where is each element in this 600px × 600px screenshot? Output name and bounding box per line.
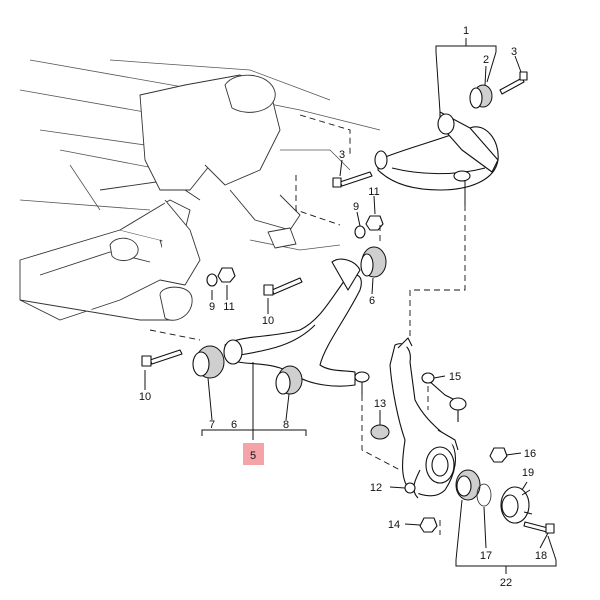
callout-9-right[interactable]: 9 <box>353 201 359 213</box>
nut-right[interactable] <box>365 215 384 231</box>
callout-19[interactable]: 19 <box>522 467 534 479</box>
callout-3-top[interactable]: 3 <box>511 46 517 58</box>
knuckle-bottom-nut[interactable] <box>419 517 438 533</box>
leader-lines <box>144 38 557 574</box>
nut-left[interactable] <box>217 267 236 283</box>
callout-22[interactable]: 22 <box>500 577 512 589</box>
lower-arm-front-bushing[interactable] <box>192 345 225 379</box>
callout-2[interactable]: 2 <box>483 54 489 66</box>
wheel-bearing[interactable] <box>455 469 481 501</box>
callout-13[interactable]: 13 <box>374 398 386 410</box>
callout-5-highlight <box>243 443 264 465</box>
lower-control-arm[interactable] <box>223 258 370 395</box>
tie-rod-end[interactable] <box>421 372 467 422</box>
callout-7[interactable]: 7 <box>209 419 215 431</box>
upper-arm-bushing[interactable] <box>469 84 493 109</box>
wheel-hub[interactable] <box>500 486 533 524</box>
callout-18[interactable]: 18 <box>535 550 547 562</box>
callout-12[interactable]: 12 <box>370 482 382 494</box>
lower-arm-front-bolt[interactable] <box>141 349 183 367</box>
callout-6-right[interactable]: 6 <box>369 295 375 307</box>
callout-1[interactable]: 1 <box>463 25 469 37</box>
steering-knuckle[interactable] <box>389 337 459 499</box>
hub-bolt[interactable] <box>523 521 555 534</box>
callout-17[interactable]: 17 <box>480 550 492 562</box>
washer-left[interactable] <box>206 273 218 287</box>
lower-arm-rear-bushing[interactable] <box>275 365 303 395</box>
upper-arm-rear-bolt[interactable] <box>332 171 373 188</box>
callout-15[interactable]: 15 <box>449 371 461 383</box>
callout-9-left[interactable]: 9 <box>209 301 215 313</box>
callout-11-right[interactable]: 11 <box>368 186 379 198</box>
circlip[interactable] <box>476 483 492 507</box>
callout-8[interactable]: 8 <box>283 419 289 431</box>
lower-arm-upper-bushing[interactable] <box>360 246 387 278</box>
callout-3-mid[interactable]: 3 <box>339 149 345 161</box>
guide-lines <box>149 114 466 535</box>
callout-11-left[interactable]: 11 <box>223 301 234 313</box>
callout-10-mid[interactable]: 10 <box>262 315 274 327</box>
callout-10-left[interactable]: 10 <box>139 391 151 403</box>
upper-control-arm[interactable] <box>374 111 499 205</box>
callout-5[interactable]: 5 <box>250 450 256 462</box>
callout-labels: 1 2 3 3 5 6 6 7 8 9 9 10 10 11 11 12 13 … <box>139 25 547 589</box>
subframe-background <box>19 59 381 321</box>
knuckle-dust-cap[interactable] <box>370 424 390 440</box>
upper-arm-bolt[interactable] <box>499 71 528 95</box>
tie-rod-nut[interactable] <box>489 447 508 463</box>
callout-16[interactable]: 16 <box>524 448 536 460</box>
washer-right[interactable] <box>354 225 366 239</box>
callout-6-mid[interactable]: 6 <box>231 419 237 431</box>
callout-14[interactable]: 14 <box>388 519 400 531</box>
subframe-bolt[interactable] <box>263 277 303 296</box>
